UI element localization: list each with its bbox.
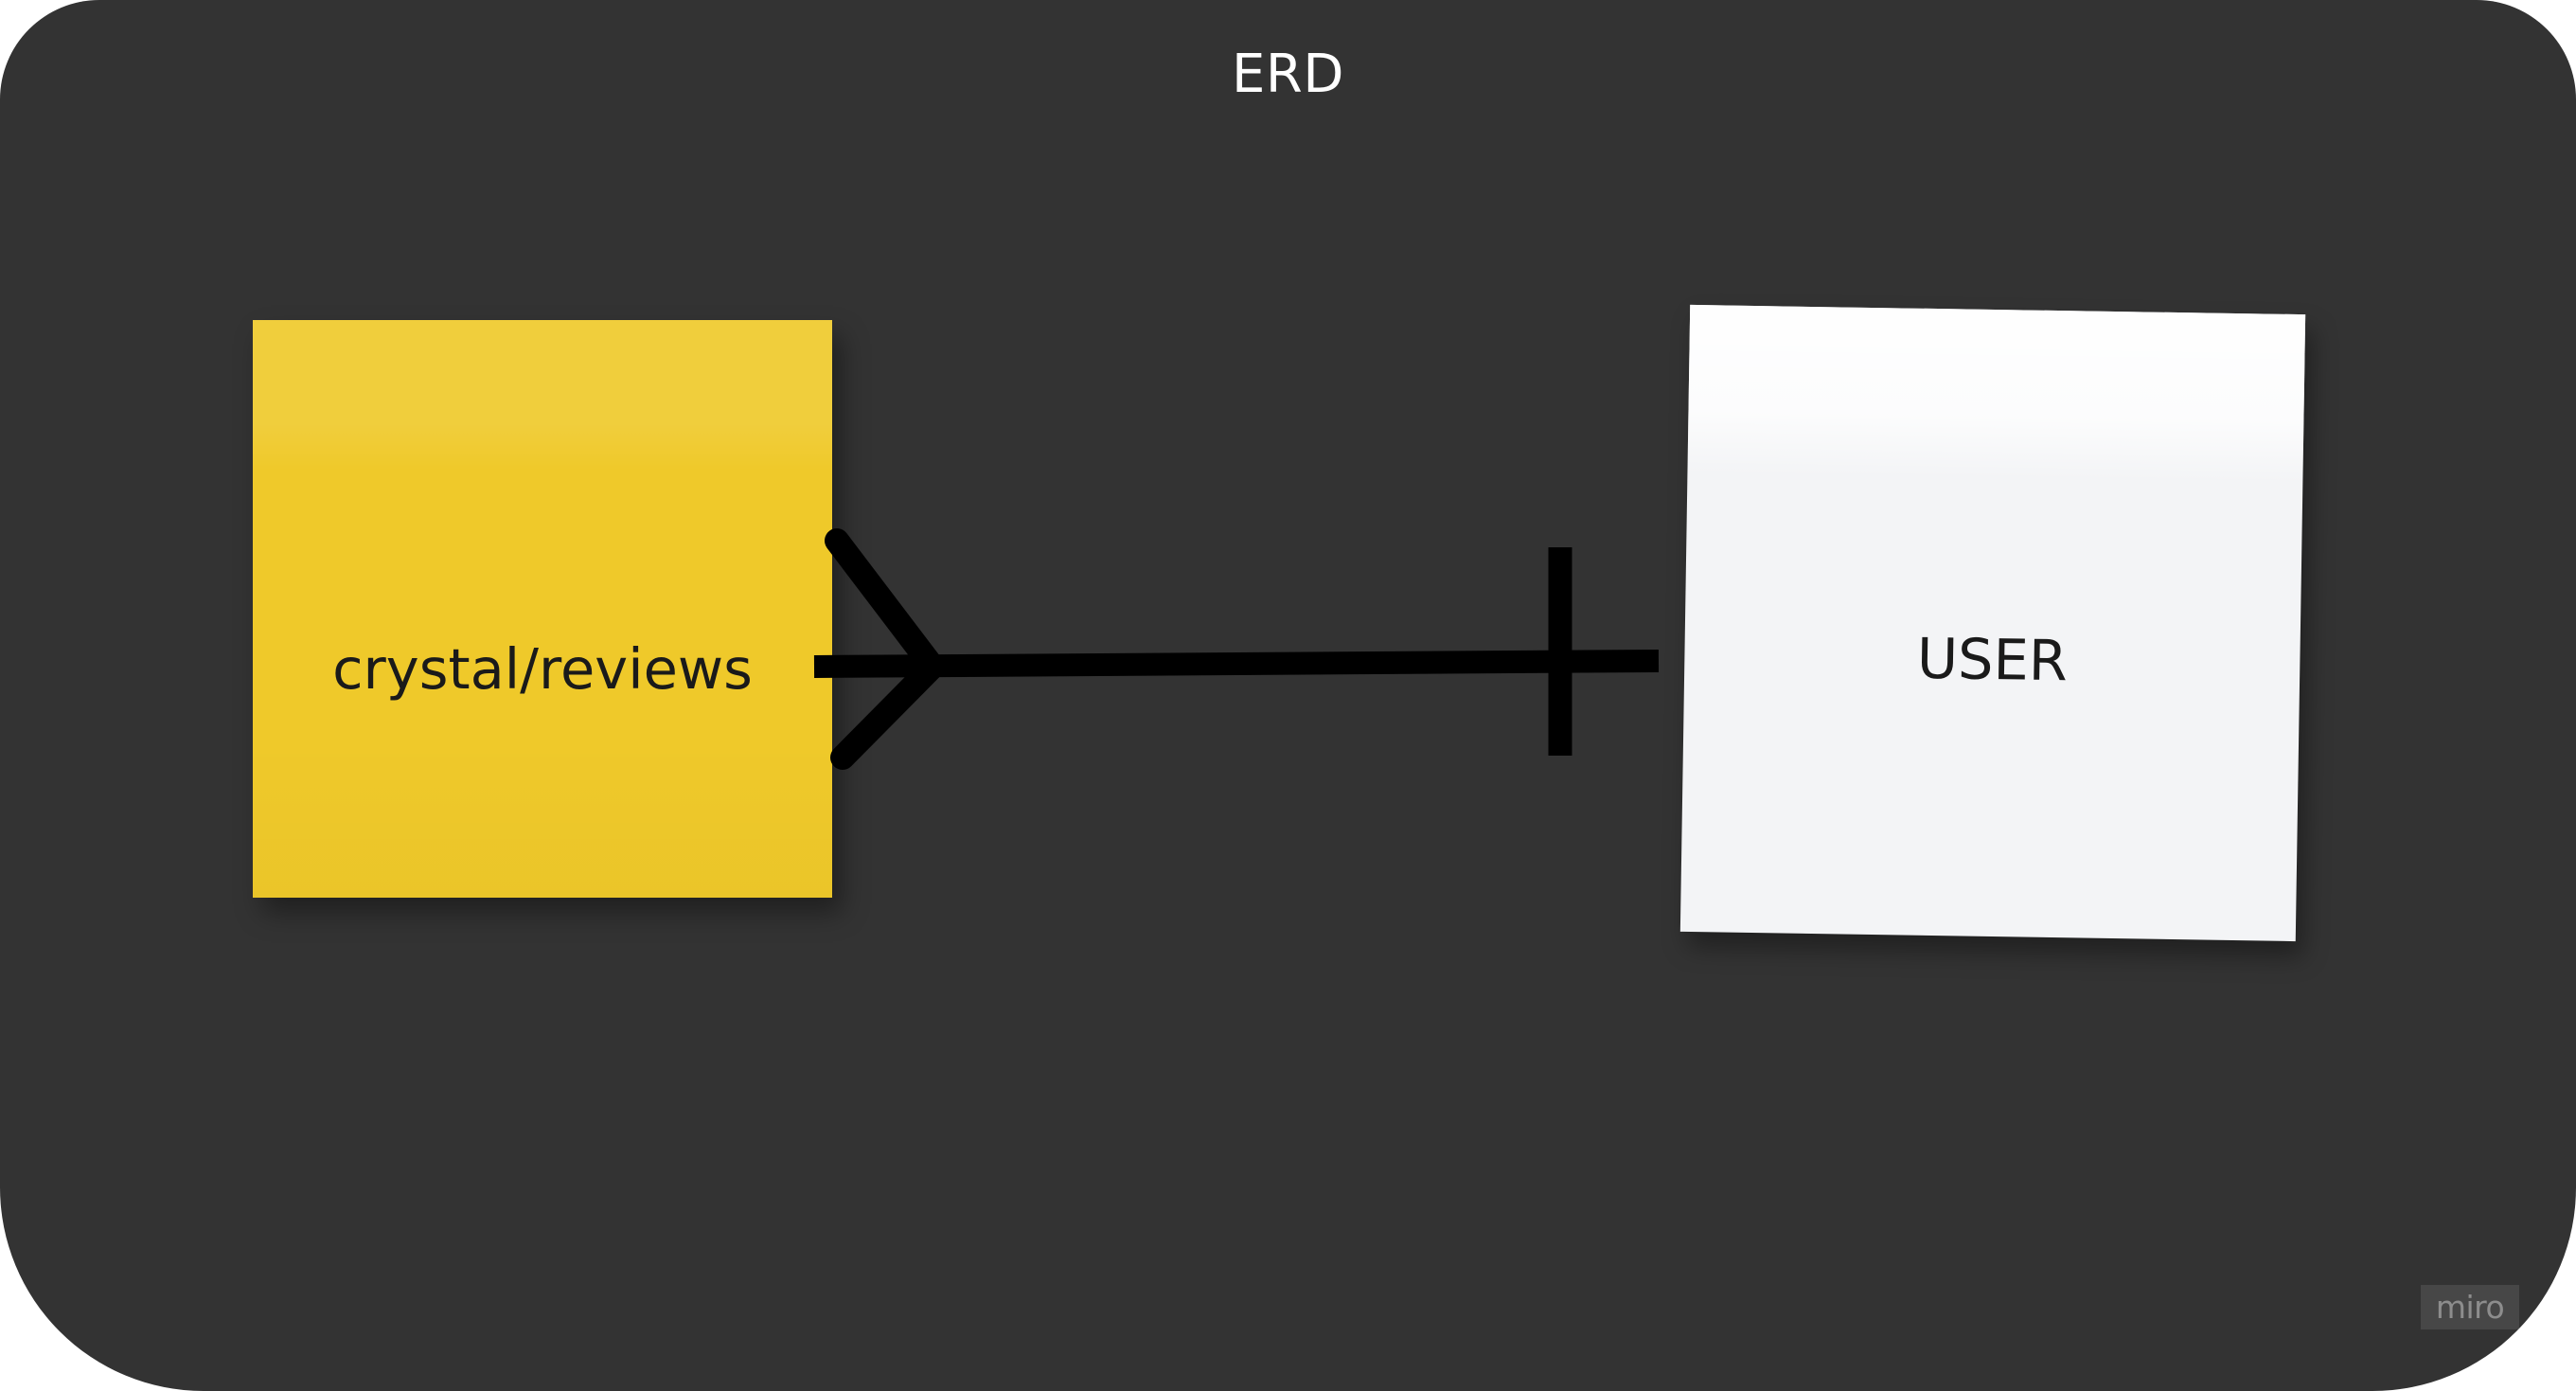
board-title: ERD: [1232, 44, 1344, 105]
sticky-note-label: USER: [1916, 625, 2069, 694]
sticky-note-label: crystal/reviews: [332, 636, 753, 702]
sticky-note-user[interactable]: USER: [1679, 304, 2306, 942]
crows-foot-many-marker: [825, 528, 945, 770]
miro-watermark: miro: [2421, 1285, 2519, 1329]
connector-shaft: [813, 650, 1660, 678]
sticky-note-crystal-reviews[interactable]: crystal/reviews: [253, 320, 832, 898]
